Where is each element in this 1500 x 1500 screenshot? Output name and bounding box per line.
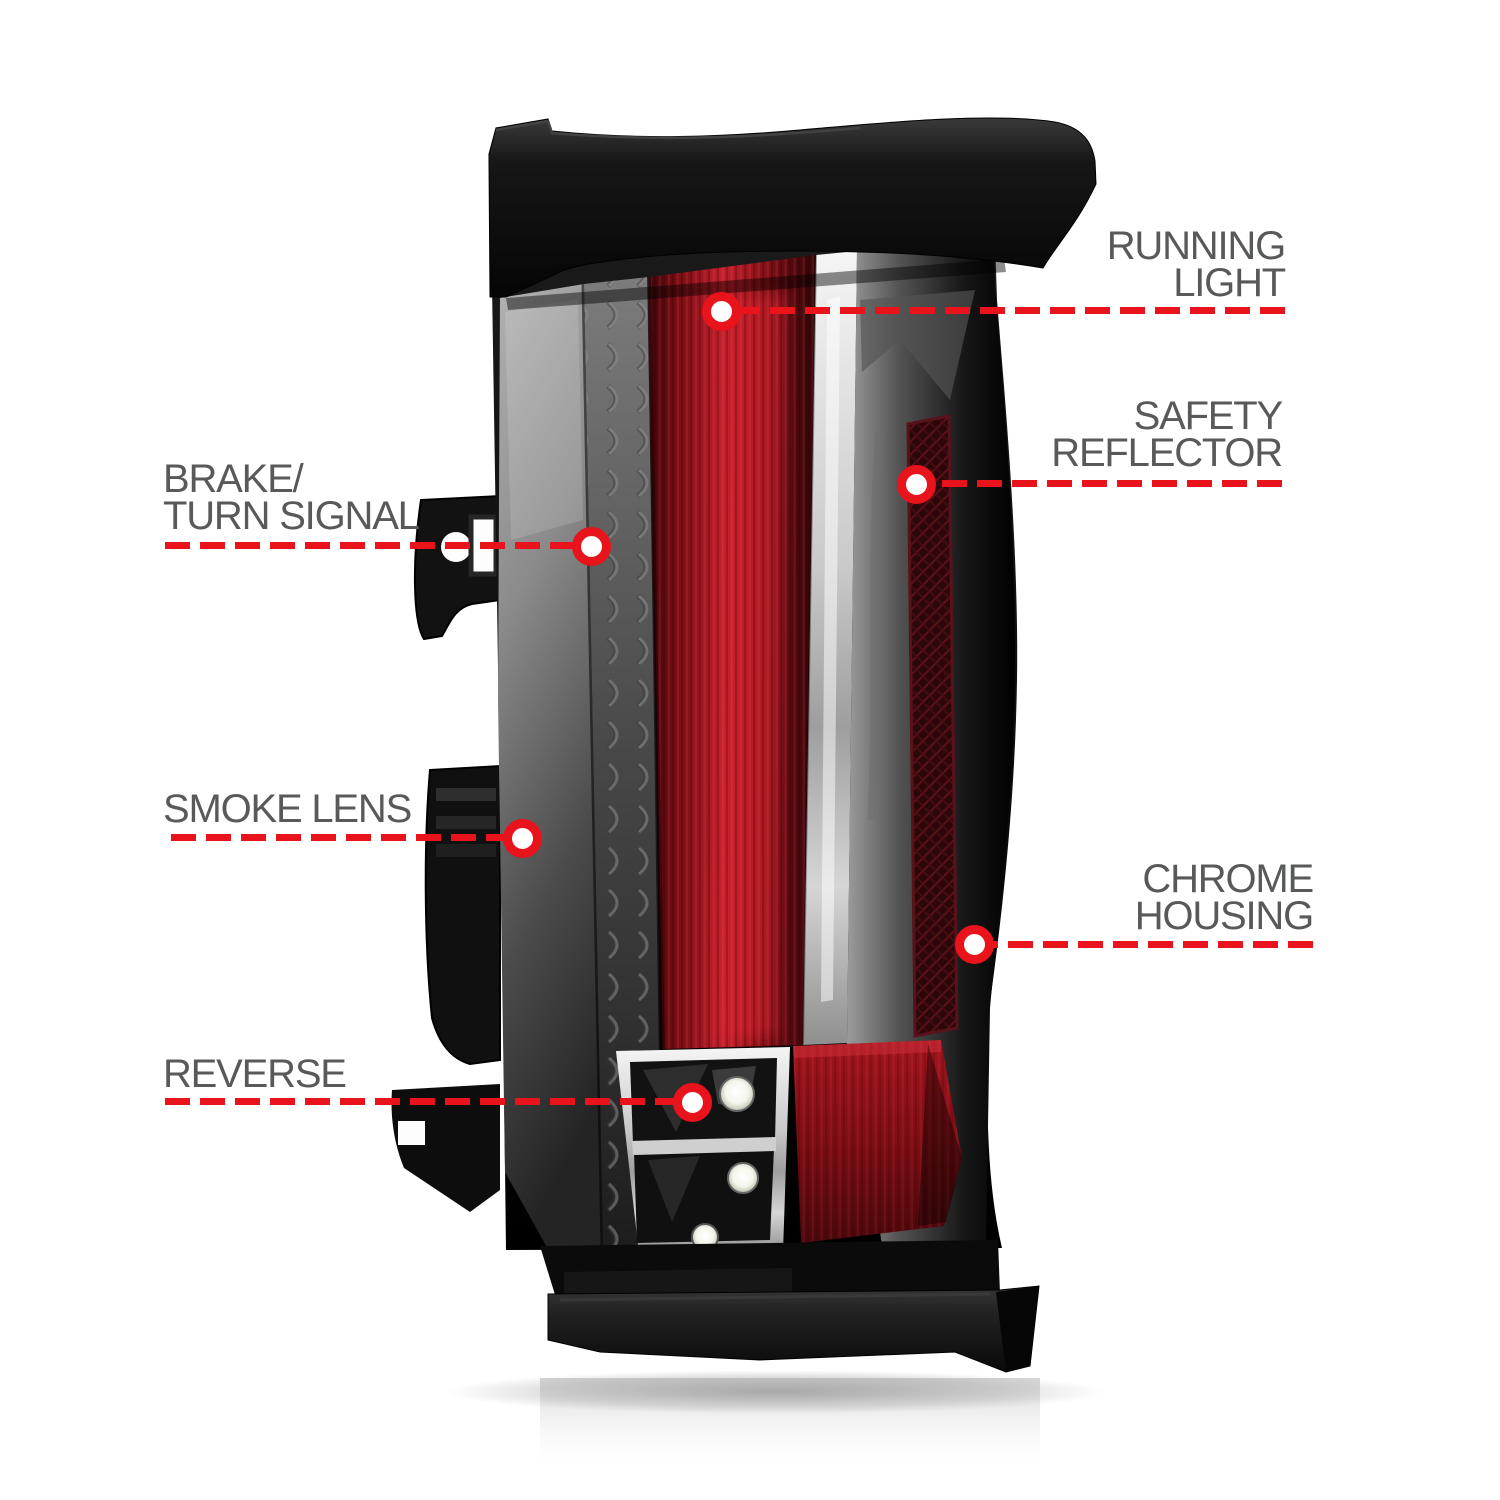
chrome-divider	[802, 251, 857, 1046]
lower-red-reflector	[793, 1040, 962, 1243]
reverse-light-section	[616, 1047, 790, 1254]
mounting-bracket-lower	[391, 764, 501, 1212]
callout-label-running-light: RUNNING LIGHT	[1106, 224, 1286, 305]
callout-dot-reverse	[673, 1083, 712, 1122]
bracket-slot	[398, 1121, 425, 1145]
leader-line-reverse	[165, 1098, 676, 1105]
callout-label-reverse: REVERSE	[163, 1052, 347, 1096]
callout-dot-chrome-housing	[955, 925, 994, 964]
leader-line-running-light	[739, 307, 1285, 314]
callout-text-line: SMOKE LENS	[163, 787, 412, 831]
callout-dot-brake-turn-signal	[572, 527, 611, 566]
reverse-led-bulb	[719, 1076, 755, 1112]
leader-line-safety-reflector	[934, 480, 1282, 487]
leader-line-chrome-housing	[992, 941, 1313, 948]
callout-text-line: REFLECTOR	[1051, 431, 1283, 475]
reverse-led-bulb	[727, 1162, 759, 1194]
callout-dot-safety-reflector	[897, 465, 936, 504]
lamp-base	[540, 1240, 1040, 1373]
callout-text-line: CHROME	[1142, 857, 1314, 901]
leader-line-brake-turn-signal	[165, 542, 575, 549]
callout-label-smoke-lens: SMOKE LENS	[163, 787, 412, 831]
callout-label-safety-reflector: SAFETY REFLECTOR	[1051, 394, 1284, 475]
mounting-bracket-upper	[413, 494, 501, 641]
tail-light-cap	[488, 117, 1097, 298]
callout-text-line: REVERSE	[163, 1052, 347, 1096]
callout-dot-running-light	[702, 292, 741, 331]
callout-text-line: SAFETY	[1133, 394, 1284, 438]
callout-dot-smoke-lens	[503, 819, 542, 858]
callout-text-line: TURN SIGNAL	[163, 494, 420, 538]
callout-text-line: HOUSING	[1134, 894, 1314, 938]
callout-label-brake-turn-signal: BRAKE/ TURN SIGNAL	[163, 457, 420, 538]
callout-text-line: RUNNING	[1106, 224, 1286, 268]
led-tube-strip	[584, 276, 665, 1247]
cap-shadow	[506, 259, 1006, 310]
leader-line-smoke-lens	[171, 834, 506, 841]
callout-text-line: LIGHT	[1173, 261, 1286, 305]
safety-reflector-strip	[906, 414, 959, 1038]
brake-turn-signal-lens	[647, 255, 816, 1050]
callout-text-line: BRAKE/	[163, 457, 304, 501]
callout-label-chrome-housing: CHROME HOUSING	[1134, 857, 1314, 938]
ground-shadow	[445, 1370, 1105, 1473]
